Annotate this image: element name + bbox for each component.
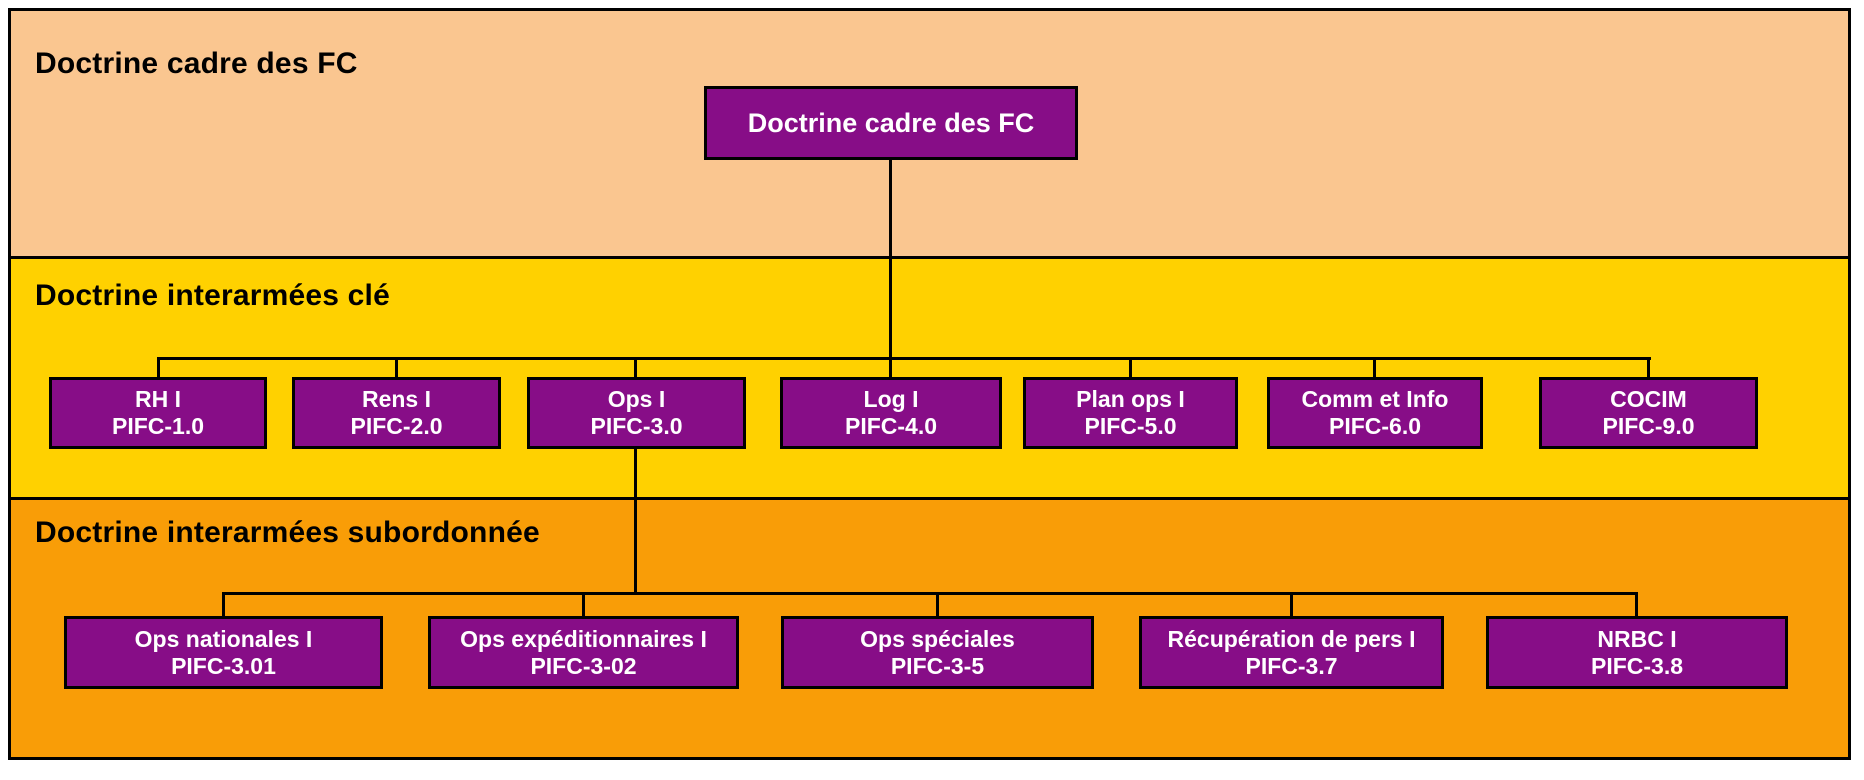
- node-pifc-3-7: Récupération de pers I PIFC-3.7: [1139, 616, 1444, 689]
- node-title: Ops expéditionnaires I: [460, 625, 707, 652]
- node-code: PIFC-9.0: [1602, 413, 1695, 439]
- connector-stub-pifc-9-0: [1647, 357, 1650, 379]
- node-title: Plan ops I: [1076, 386, 1185, 412]
- node-code: PIFC-5.0: [1084, 413, 1177, 439]
- node-pifc-5-0: Plan ops I PIFC-5.0: [1023, 377, 1238, 449]
- connector-stub-pifc-1-0: [157, 357, 160, 379]
- connector-root-vertical: [889, 160, 892, 377]
- node-title: Ops nationales I: [134, 625, 313, 652]
- node-pifc-3-02: Ops expéditionnaires I PIFC-3-02: [428, 616, 739, 689]
- node-title: COCIM: [1610, 386, 1687, 412]
- band-title-doctrine-interarmees-subordonnee: Doctrine interarmées subordonnée: [35, 516, 540, 549]
- node-pifc-3-01: Ops nationales I PIFC-3.01: [64, 616, 383, 689]
- connector-key-bus: [157, 357, 1651, 360]
- connector-stub-pifc-6-0: [1373, 357, 1376, 379]
- connector-stub-pifc-3-5: [936, 592, 939, 618]
- node-code: PIFC-3.01: [171, 652, 276, 679]
- node-pifc-3-5: Ops spéciales PIFC-3-5: [781, 616, 1094, 689]
- band-title-doctrine-interarmees-cle: Doctrine interarmées clé: [35, 279, 390, 312]
- connector-stub-pifc-3-0: [634, 357, 637, 379]
- node-title: Rens I: [361, 386, 432, 412]
- connector-stub-pifc-3-7: [1290, 592, 1293, 618]
- node-code: PIFC-3.8: [1590, 652, 1684, 679]
- node-code: PIFC-2.0: [350, 413, 443, 439]
- node-code: PIFC-1.0: [111, 413, 205, 439]
- node-code: PIFC-4.0: [844, 413, 938, 439]
- node-pifc-2-0: Rens I PIFC-2.0: [292, 377, 501, 449]
- node-code: PIFC-3-02: [530, 652, 637, 679]
- node-pifc-1-0: RH I PIFC-1.0: [49, 377, 267, 449]
- band-title-doctrine-cadre: Doctrine cadre des FC: [35, 47, 358, 80]
- node-pifc-3-8: NRBC I PIFC-3.8: [1486, 616, 1788, 689]
- node-pifc-9-0: COCIM PIFC-9.0: [1539, 377, 1758, 449]
- node-code: PIFC-3.7: [1245, 652, 1338, 679]
- node-pifc-3-0: Ops I PIFC-3.0: [527, 377, 746, 449]
- node-code: PIFC-3.0: [590, 413, 683, 439]
- node-title: Ops spéciales: [860, 625, 1015, 652]
- node-code: PIFC-6.0: [1328, 413, 1422, 439]
- node-pifc-4-0: Log I PIFC-4.0: [780, 377, 1002, 449]
- node-title: RH I: [135, 386, 181, 412]
- connector-subordinate-bus: [222, 592, 1638, 595]
- node-doctrine-cadre-root: Doctrine cadre des FC: [704, 86, 1078, 160]
- doctrine-hierarchy-diagram: Doctrine cadre des FC Doctrine interarmé…: [8, 8, 1851, 760]
- connector-stub-pifc-3-01: [222, 592, 225, 618]
- node-title: Log I: [863, 386, 919, 412]
- connector-ops-vertical: [634, 449, 637, 595]
- connector-stub-pifc-3-02: [582, 592, 585, 618]
- node-code: PIFC-3-5: [890, 652, 985, 679]
- connector-stub-pifc-2-0: [395, 357, 398, 379]
- node-title: NRBC I: [1597, 625, 1677, 652]
- node-title: Ops I: [607, 386, 666, 412]
- node-pifc-6-0: Comm et Info PIFC-6.0: [1267, 377, 1483, 449]
- node-title: Récupération de pers I: [1167, 625, 1416, 652]
- band-doctrine-interarmees-cle: Doctrine interarmées clé: [11, 256, 1848, 497]
- connector-stub-pifc-3-8: [1635, 592, 1638, 618]
- node-title: Doctrine cadre des FC: [747, 108, 1035, 138]
- connector-stub-pifc-5-0: [1129, 357, 1132, 379]
- node-title: Comm et Info: [1301, 386, 1449, 412]
